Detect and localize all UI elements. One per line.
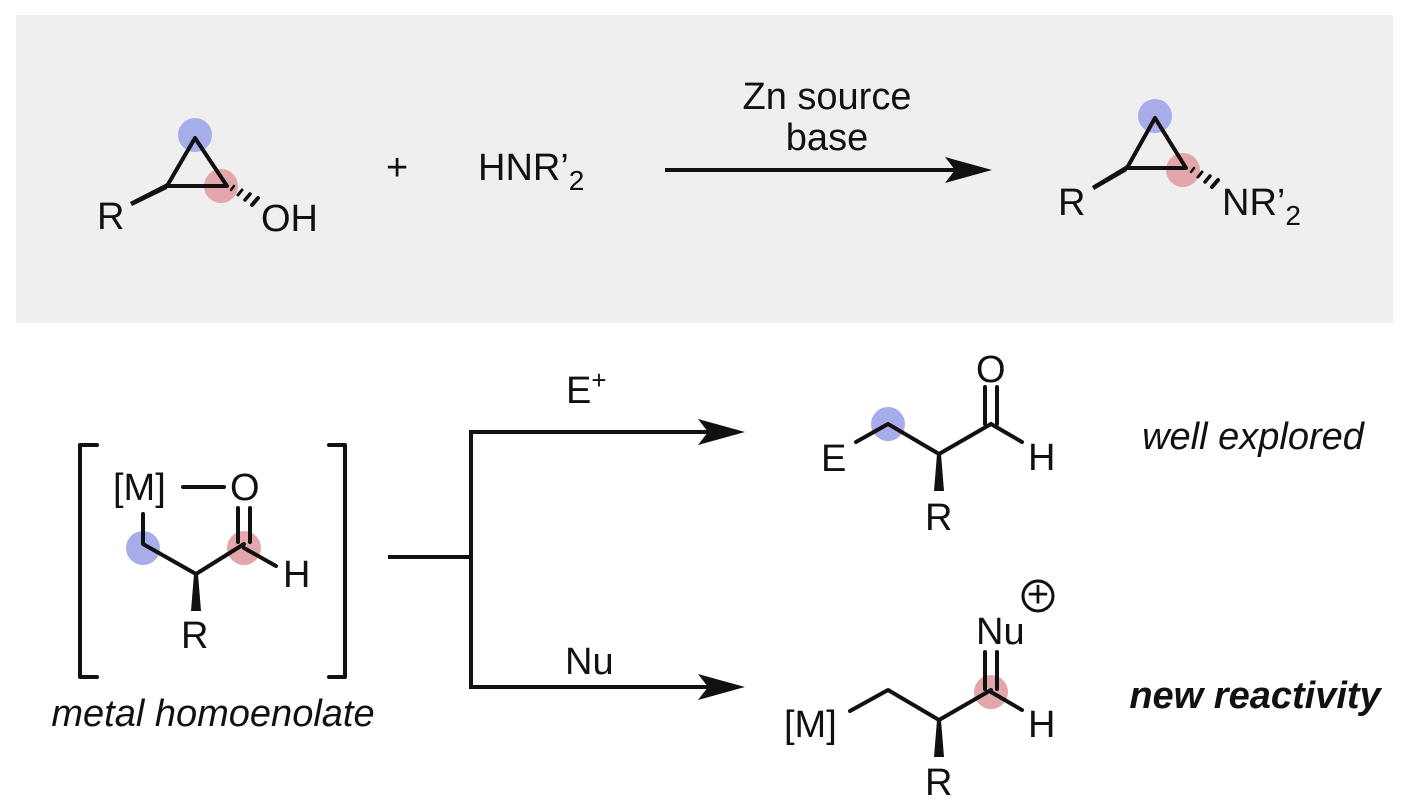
- lower-product-nu-label: Nu: [976, 611, 1025, 653]
- blue-highlight-dot: [126, 531, 160, 565]
- branch-connector: [388, 430, 473, 689]
- homoenolate-caption: metal homoenolate: [51, 693, 374, 735]
- amine-reagent: HNR’2: [478, 147, 584, 196]
- reactant-oh-label: OH: [261, 198, 318, 240]
- hashed-bond: [229, 184, 260, 207]
- svg-text:+: +: [1027, 574, 1049, 616]
- homoenolate-oxygen-label: O: [230, 467, 260, 509]
- well-explored-tag: well explored: [1142, 416, 1366, 458]
- wedge-bond: [191, 574, 201, 611]
- upper-product-r-label: R: [925, 497, 952, 539]
- metal-homoenolate-structure: [M] O H R: [113, 467, 310, 657]
- upper-product-h-label: H: [1028, 437, 1055, 479]
- lower-product-r-label: R: [925, 762, 952, 804]
- iminium-product-structure: [M] Nu H R +: [784, 574, 1055, 804]
- reaction-arrow: [665, 157, 992, 183]
- wedge-bond: [934, 720, 944, 757]
- lower-branch-arrow: [471, 674, 745, 700]
- new-reactivity-tag: new reactivity: [1129, 675, 1382, 717]
- cyclopropane-ring: [165, 136, 229, 188]
- nucleophile-reagent-label: Nu: [565, 641, 614, 683]
- electrophile-product-structure: E O H R: [821, 349, 1055, 539]
- conditions-line-2: base: [786, 117, 868, 159]
- blue-highlight-dot: [178, 118, 212, 152]
- homoenolate-h-label: H: [283, 554, 310, 596]
- hashed-bond: [1189, 166, 1220, 189]
- upper-product-o-label: O: [976, 349, 1006, 391]
- right-bracket: [327, 443, 347, 679]
- cyclopropylamine-product: R NR’2: [1058, 99, 1301, 231]
- lower-product-h-label: H: [1028, 704, 1055, 746]
- product-r-label: R: [1058, 182, 1085, 224]
- lower-product-metal-label: [M]: [784, 704, 837, 746]
- positive-charge-icon: +: [1021, 574, 1055, 616]
- wedge-bond: [934, 454, 944, 491]
- homoenolate-metal-label: [M]: [113, 467, 166, 509]
- reactant-r-label: R: [97, 196, 124, 238]
- plus-sign: +: [386, 147, 408, 189]
- electrophile-reagent-label: E+: [566, 365, 607, 412]
- cyclopropanol-reactant: R OH: [97, 118, 318, 240]
- wedge-bond: [130, 183, 167, 206]
- cyclopropane-ring: [1125, 116, 1188, 170]
- conditions-line-1: Zn source: [743, 76, 912, 118]
- left-bracket: [78, 443, 99, 679]
- upper-product-e-label: E: [821, 438, 846, 480]
- wedge-bond: [1092, 165, 1127, 190]
- upper-branch-arrow: [471, 419, 745, 445]
- homoenolate-r-label: R: [181, 615, 208, 657]
- product-amine-label: NR’2: [1222, 182, 1301, 231]
